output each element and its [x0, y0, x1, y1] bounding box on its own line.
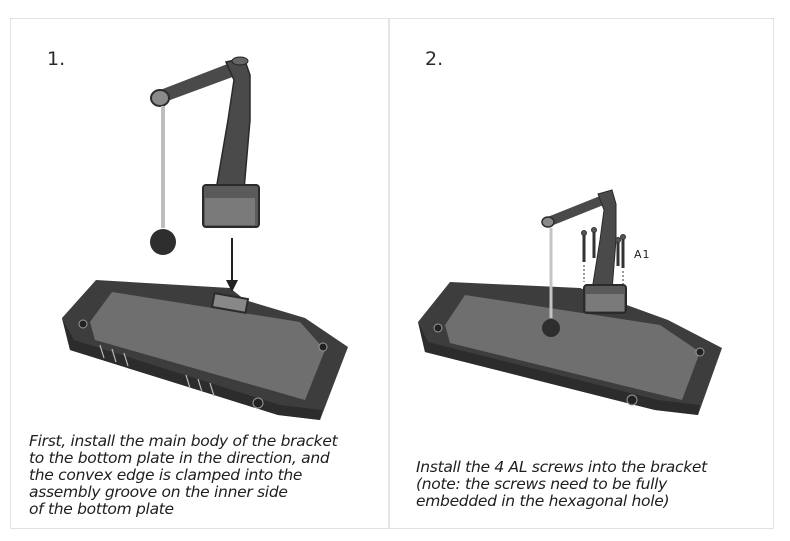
bracket-icon — [150, 56, 260, 255]
step-1-number: 1. — [47, 48, 66, 70]
caption-line: of the bottom plate — [29, 500, 174, 518]
caption-line: Install the 4 AL screws into the bracket — [416, 458, 707, 476]
panel-divider — [388, 18, 390, 529]
caption-line: assembly groove on the inner side — [29, 483, 288, 501]
screws-into-bracket-icon — [418, 189, 722, 415]
step-1-caption: First, install the main body of the brac… — [29, 432, 338, 518]
step-2-caption: Install the 4 AL screws into the bracket… — [416, 459, 707, 510]
caption-line: the convex edge is clamped into the — [29, 466, 303, 484]
caption-line: to the bottom plate in the direction, an… — [29, 449, 330, 467]
caption-line: embedded in the hexagonal hole) — [416, 492, 670, 510]
bracket-and-bottom-plate-install-icon — [62, 56, 348, 420]
bottom-plate-icon — [418, 282, 722, 415]
instruction-frame — [10, 18, 774, 529]
caption-line: First, install the main body of the brac… — [29, 432, 338, 450]
screw-icons — [581, 227, 626, 284]
down-arrow-icon — [226, 238, 238, 292]
caption-line: (note: the screws need to be fully — [416, 475, 667, 493]
bottom-plate-icon — [62, 280, 348, 420]
step-2-number: 2. — [425, 48, 444, 70]
bracket-icon — [541, 189, 627, 337]
part-label-a1: A1 — [634, 248, 651, 261]
